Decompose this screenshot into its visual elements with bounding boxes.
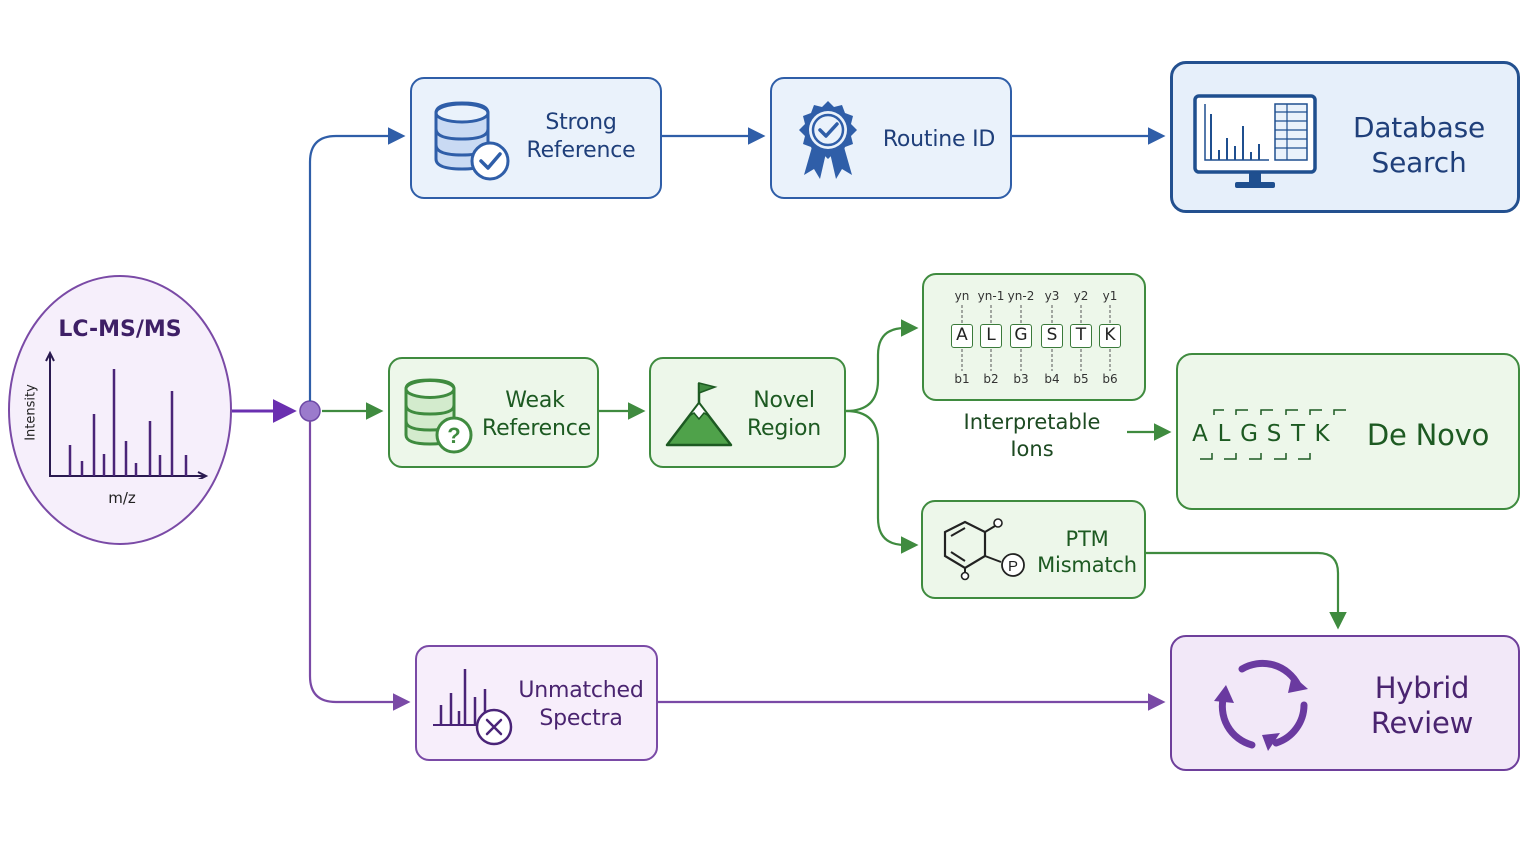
routine-id-node[interactable]: Routine ID — [770, 77, 1012, 199]
database-label-line2: Search — [1371, 146, 1467, 179]
top-bracket — [1213, 409, 1224, 415]
ptm-mismatch-node[interactable]: P PTM Mismatch — [921, 500, 1146, 599]
x-axis-label: m/z — [108, 489, 136, 507]
weak-label-line1: Weak — [505, 388, 565, 413]
routine-label: Routine ID — [882, 127, 996, 152]
y-ion-label: yn — [954, 289, 970, 303]
edge-novel-ptm — [845, 409, 919, 554]
mass-spectrum-icon — [45, 350, 209, 479]
sequence-residue: T — [1070, 324, 1092, 348]
sequence-residue: L — [980, 324, 1002, 348]
de-novo-residue: G — [1240, 421, 1258, 447]
unmatched-label-line2: Spectra — [539, 705, 623, 731]
de-novo-residue: S — [1266, 421, 1282, 447]
edge-ptm-hybrid — [1146, 551, 1347, 630]
top-bracket — [1260, 409, 1273, 415]
y-ion-label: y3 — [1044, 289, 1060, 303]
y-ion-label: y2 — [1073, 289, 1089, 303]
mountain-flag-icon — [665, 382, 733, 447]
de-novo-residue: L — [1217, 421, 1231, 447]
novel-region-node[interactable]: Novel Region — [649, 357, 846, 468]
database-check-icon — [434, 101, 510, 181]
top-bracket — [1235, 409, 1248, 415]
hybrid-review-node[interactable]: Hybrid Review — [1170, 635, 1520, 771]
source-node: LC-MS/MS Intensity m/z — [8, 275, 232, 545]
ptm-label-line1: PTM — [1065, 527, 1109, 551]
b-ion-label: b3 — [1013, 372, 1029, 386]
top-bracket — [1309, 409, 1322, 415]
weak-label-line2: Reference — [482, 415, 591, 441]
bottom-bracket — [1224, 453, 1237, 460]
edge-hub-strong — [308, 127, 406, 401]
bottom-bracket — [1200, 453, 1213, 460]
hub-node — [299, 400, 321, 422]
strong-reference-node[interactable]: Strong Reference — [410, 77, 662, 199]
top-bracket — [1333, 409, 1346, 415]
unmatched-spectra-node[interactable]: Unmatched Spectra — [415, 645, 658, 761]
novel-label-line1: Novel — [753, 388, 815, 413]
edge-novel-ions — [845, 319, 919, 413]
sequence-brackets — [1200, 409, 1346, 460]
novel-label-line2: Region — [746, 415, 822, 441]
y-ion-label: yn-1 — [977, 289, 1005, 303]
sequence-residue: K — [1099, 324, 1121, 348]
ion-tick-lines — [961, 305, 1111, 371]
phospho-ring-icon: P — [943, 518, 1025, 581]
b-ion-label: b5 — [1073, 372, 1089, 386]
strong-label-line2: Reference — [526, 137, 636, 163]
unmatched-label-line1: Unmatched — [518, 678, 644, 703]
b-ion-label: b6 — [1102, 372, 1118, 386]
hybrid-label-line1: Hybrid — [1374, 671, 1470, 705]
bottom-bracket — [1274, 453, 1287, 460]
award-badge-icon — [799, 101, 857, 179]
spectrum-x-icon — [433, 669, 513, 746]
b-ion-label: b4 — [1044, 372, 1060, 386]
source-title: LC-MS/MS — [58, 317, 182, 342]
sequence-residue: A — [951, 324, 973, 348]
ptm-label-line2: Mismatch — [1037, 553, 1137, 578]
sequence-residue: G — [1010, 324, 1032, 348]
sequence-residue: S — [1041, 324, 1063, 348]
de-novo-residue: A — [1192, 421, 1208, 447]
de-novo-label: De Novo — [1366, 418, 1490, 452]
database-label-line1: Database — [1352, 111, 1485, 144]
y-axis-label: Intensity — [23, 384, 39, 441]
phospho-marker: P — [1008, 558, 1018, 575]
de-novo-residue: K — [1314, 421, 1330, 447]
strong-label-line1: Strong — [545, 110, 617, 135]
database-search-node[interactable]: Database Search — [1170, 61, 1520, 213]
ions-label-line2: Ions — [1010, 437, 1054, 462]
cycle-arrows-icon — [1214, 659, 1308, 751]
b-ion-label: b1 — [954, 372, 970, 386]
bottom-bracket — [1298, 453, 1311, 460]
top-bracket — [1285, 409, 1298, 415]
database-question-icon: ? — [404, 378, 473, 454]
edge-hub-unmatched — [308, 421, 411, 711]
hybrid-label-line2: Review — [1370, 705, 1474, 740]
weak-reference-node[interactable]: ? Weak Reference — [388, 357, 599, 468]
de-novo-residue: T — [1290, 421, 1306, 447]
bottom-bracket — [1249, 453, 1262, 460]
svg-text:?: ? — [447, 423, 460, 448]
monitor-chart-icon — [1193, 94, 1317, 188]
y-ion-label: y1 — [1102, 289, 1118, 303]
y-ion-label: yn-2 — [1007, 289, 1035, 303]
ions-label-line1: Interpretable — [963, 410, 1101, 434]
b-ion-label: b2 — [983, 372, 999, 386]
